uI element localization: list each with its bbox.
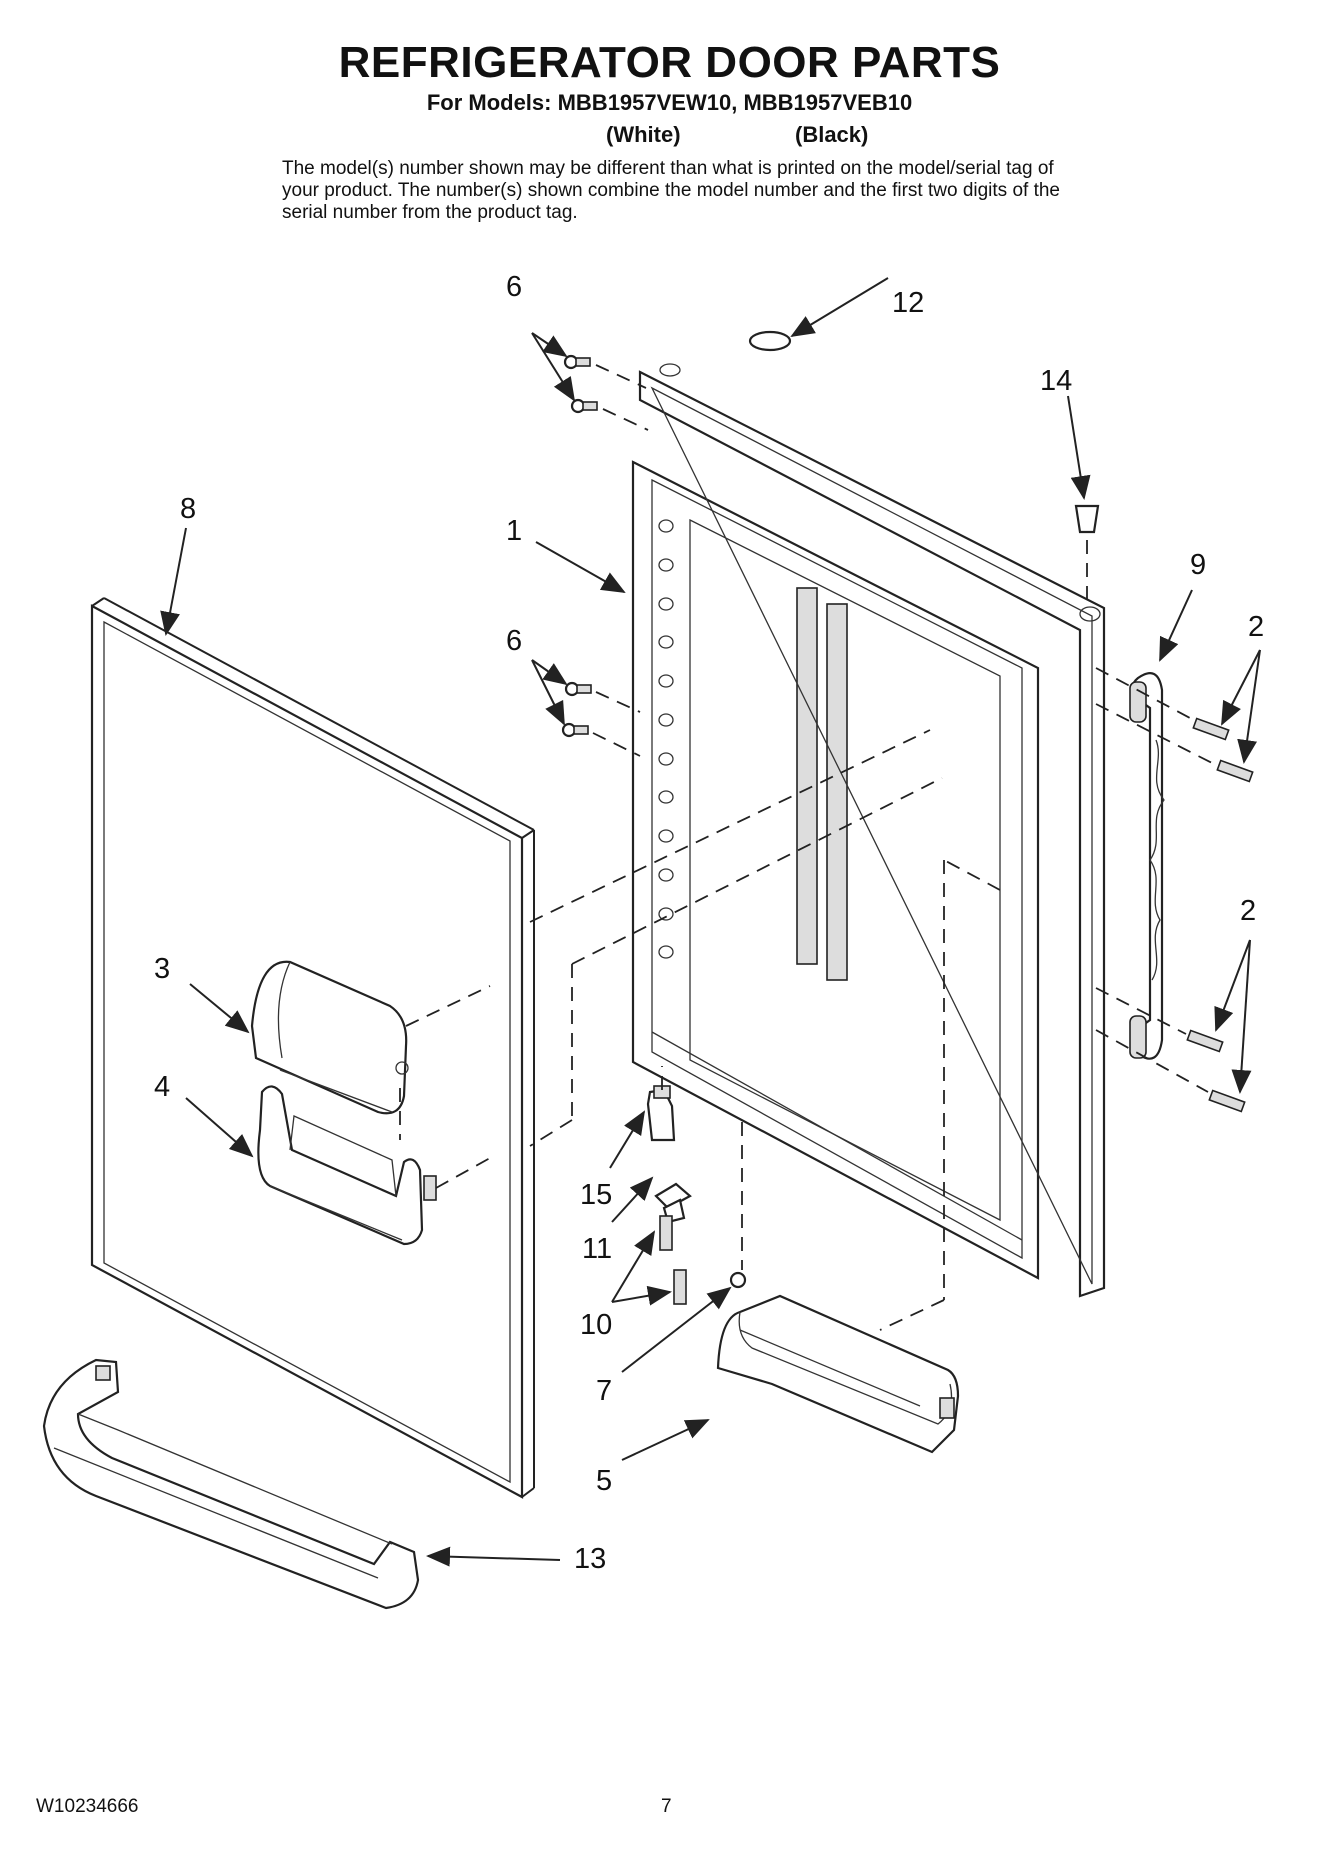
callout-7: 7 (596, 1375, 612, 1407)
page-title: REFRIGERATOR DOOR PARTS (338, 38, 1001, 87)
callout-11: 11 (582, 1233, 612, 1265)
shelf-clip-holes (658, 519, 674, 959)
callout-3: 3 (154, 953, 170, 985)
door-shelf-part (42, 1358, 420, 1610)
dispenser-tray-part (257, 1085, 437, 1246)
hinge-bushing-part (1074, 504, 1100, 600)
variant-white: (White) (606, 122, 681, 147)
top-plug-part (748, 330, 792, 352)
callout-10: 10 (580, 1309, 612, 1341)
model-list: For Models: MBB1957VEW10, MBB1957VEB10 (426, 90, 913, 115)
door-frame-part (638, 363, 1106, 1298)
callout-12: 12 (892, 287, 924, 319)
callout-4: 4 (154, 1071, 170, 1103)
callout-6-top: 6 (506, 271, 522, 303)
handle-screws-part (1095, 667, 1254, 1113)
callout-labels: 6 12 14 8 1 9 2 6 2 3 4 15 11 10 7 5 13 (154, 271, 1264, 1575)
assembly-projection-lines (399, 729, 1001, 1331)
callout-9: 9 (1190, 549, 1206, 581)
door-bin-part (716, 1294, 960, 1454)
callout-2-upper: 2 (1248, 611, 1264, 643)
screws-top-part (563, 354, 649, 431)
door-liner-part (631, 460, 1040, 1280)
document-number: W10234666 (36, 1796, 139, 1817)
variant-black: (Black) (795, 122, 869, 147)
dispenser-cover-part (250, 960, 409, 1115)
callout-1: 1 (506, 515, 522, 547)
model-note: The model(s) number shown may be differe… (282, 158, 1060, 223)
page-number: 7 (661, 1796, 672, 1817)
callout-13: 13 (574, 1543, 606, 1575)
lower-hinge-hardware (646, 1085, 747, 1305)
callout-2-lower: 2 (1240, 895, 1256, 927)
screws-middle-part (561, 681, 641, 757)
callout-5: 5 (596, 1465, 612, 1497)
callout-leaders (160, 277, 1261, 1567)
callout-8: 8 (180, 493, 196, 525)
callout-15: 15 (580, 1179, 612, 1211)
callout-14: 14 (1040, 365, 1072, 397)
callout-6-middle: 6 (506, 625, 522, 657)
